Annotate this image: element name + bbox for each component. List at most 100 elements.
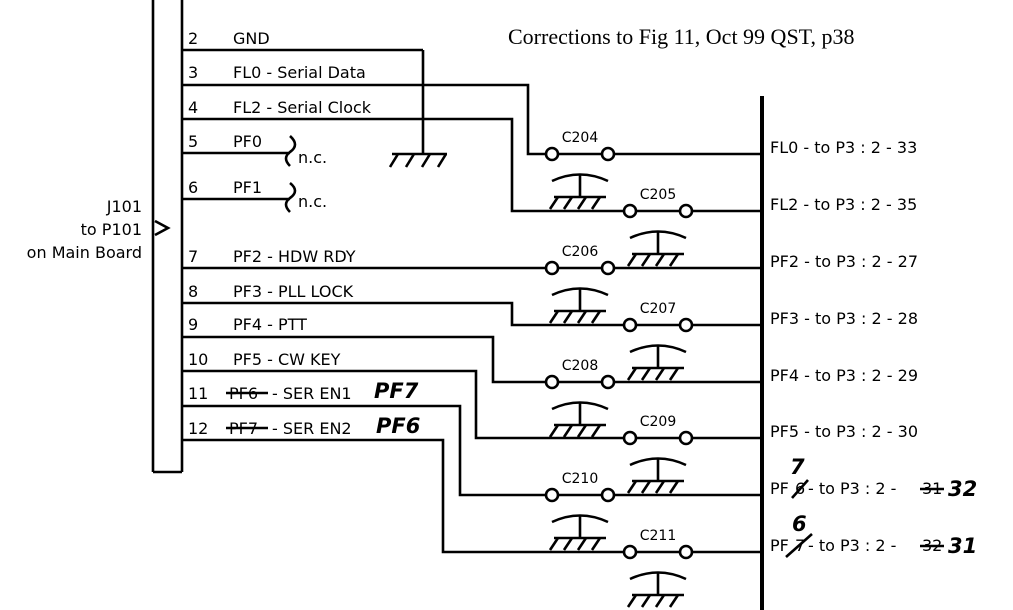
capacitor: C209 [622,414,762,494]
capacitor-terminal [622,544,638,560]
output-labels: FL0 - to P3 : 2 - 33 FL2 - to P3 : 2 - 3… [770,138,977,558]
handwritten-correction: PF7 [374,379,419,403]
output-label-corrected-pf6: PF 7 6 - to P3 : 2 - 32 31 [770,512,977,558]
chassis-ground-hatch [654,480,666,494]
svg-text:PF3 - PLL LOCK: PF3 - PLL LOCK [233,282,354,301]
svg-text:n.c.: n.c. [298,192,327,211]
chassis-ground-hatch [576,196,588,210]
pin-8: 8 PF3 - PLL LOCK [188,282,354,301]
capacitor-label: C209 [640,414,677,430]
output-label: FL2 - to P3 : 2 - 35 [770,195,917,214]
handwritten-digit: 7 [790,455,805,479]
capacitor: C204 [544,130,762,210]
capacitor-terminal [622,430,638,446]
chassis-ground-hatch [640,594,652,608]
pin-3: 3 FL0 - Serial Data [188,63,366,82]
capacitor-terminal [544,374,560,390]
chassis-ground-hatch [626,253,638,267]
no-connect-pf1: n.c. [284,181,327,213]
connector-name: J101 [106,197,142,216]
capacitor-terminal [678,430,694,446]
chassis-ground-hatch [626,594,638,608]
handwritten-correction: 32 [948,477,977,501]
handwritten-correction: PF6 [376,414,420,438]
connector-location: on Main Board [27,243,142,262]
svg-text:11: 11 [188,384,208,403]
pin-7: 7 PF2 - HDW RDY [188,247,356,266]
capacitor-terminal [600,146,616,162]
capacitor-label: C206 [562,244,599,260]
svg-text:6: 6 [188,178,198,197]
capacitor-terminal [622,203,638,219]
chassis-ground-hatch [548,196,560,210]
capacitor-terminal [678,317,694,333]
no-connect-pf0: n.c. [284,135,327,167]
capacitor-label: C208 [562,358,599,374]
output-label: PF3 - to P3 : 2 - 28 [770,309,918,328]
chassis-ground-hatch [548,310,560,324]
svg-text:- to P3 : 2 -: - to P3 : 2 - [808,479,896,498]
chassis-ground-hatch [668,367,680,381]
chassis-ground-hatch [668,480,680,494]
capacitor-label: C204 [562,130,599,146]
output-label: PF5 - to P3 : 2 - 30 [770,422,918,441]
svg-text:PF: PF [770,536,789,555]
capacitor: C208 [544,358,762,438]
svg-text:7: 7 [188,247,198,266]
chassis-ground-hatch [626,367,638,381]
svg-text:PF: PF [770,479,789,498]
svg-text:9: 9 [188,315,198,334]
svg-text:5: 5 [188,132,198,151]
chassis-ground-hatch [576,310,588,324]
connector-target: to P101 [81,220,142,239]
capacitor: C210 [544,471,762,551]
chassis-ground-hatch [548,424,560,438]
handwritten-digit: 6 [792,512,807,536]
svg-text:3: 3 [188,63,198,82]
capacitor-label: C207 [640,301,677,317]
capacitor: C207 [622,301,762,381]
chassis-ground-hatch [590,196,602,210]
svg-text:PF5 - CW KEY: PF5 - CW KEY [233,350,341,369]
capacitor-terminal [544,146,560,162]
capacitor: C211 [622,528,762,608]
chassis-ground-hatch [590,537,602,551]
chassis-ground-hatch [668,594,680,608]
chassis-ground-hatch [654,253,666,267]
chassis-ground-hatch [654,594,666,608]
output-label: FL0 - to P3 : 2 - 33 [770,138,917,157]
chassis-ground-hatch [668,253,680,267]
strikethrough [791,479,809,499]
svg-text:FL0 - Serial Data: FL0 - Serial Data [233,63,366,82]
handwritten-correction: 31 [948,534,977,558]
chassis-ground-hatch [562,196,574,210]
chassis-ground-hatch [562,310,574,324]
connector-arrow [154,219,171,237]
pin-12: 12 PF7 - SER EN2 PF6 [188,414,420,438]
svg-text:- to P3 : 2 -: - to P3 : 2 - [808,536,896,555]
strikethrough [785,533,813,558]
svg-text:8: 8 [188,282,198,301]
capacitor-label: C205 [640,187,677,203]
chassis-ground-hatch [548,537,560,551]
chassis-ground-gnd [388,152,448,168]
capacitor-terminal [622,317,638,333]
capacitor-terminal [600,487,616,503]
diagram-title: Corrections to Fig 11, Oct 99 QST, p38 [508,24,854,49]
svg-text:PF2 - HDW RDY: PF2 - HDW RDY [233,247,356,266]
chassis-ground-hatch [590,424,602,438]
svg-text:4: 4 [188,98,198,117]
chassis-ground-hatch [562,537,574,551]
capacitor: C206 [544,244,762,324]
svg-text:- SER EN1: - SER EN1 [272,384,352,403]
svg-text:12: 12 [188,419,208,438]
chassis-ground-hatch [576,424,588,438]
capacitor-terminal [544,260,560,276]
chassis-ground-hatch [562,424,574,438]
svg-text:- SER EN2: - SER EN2 [272,419,352,438]
